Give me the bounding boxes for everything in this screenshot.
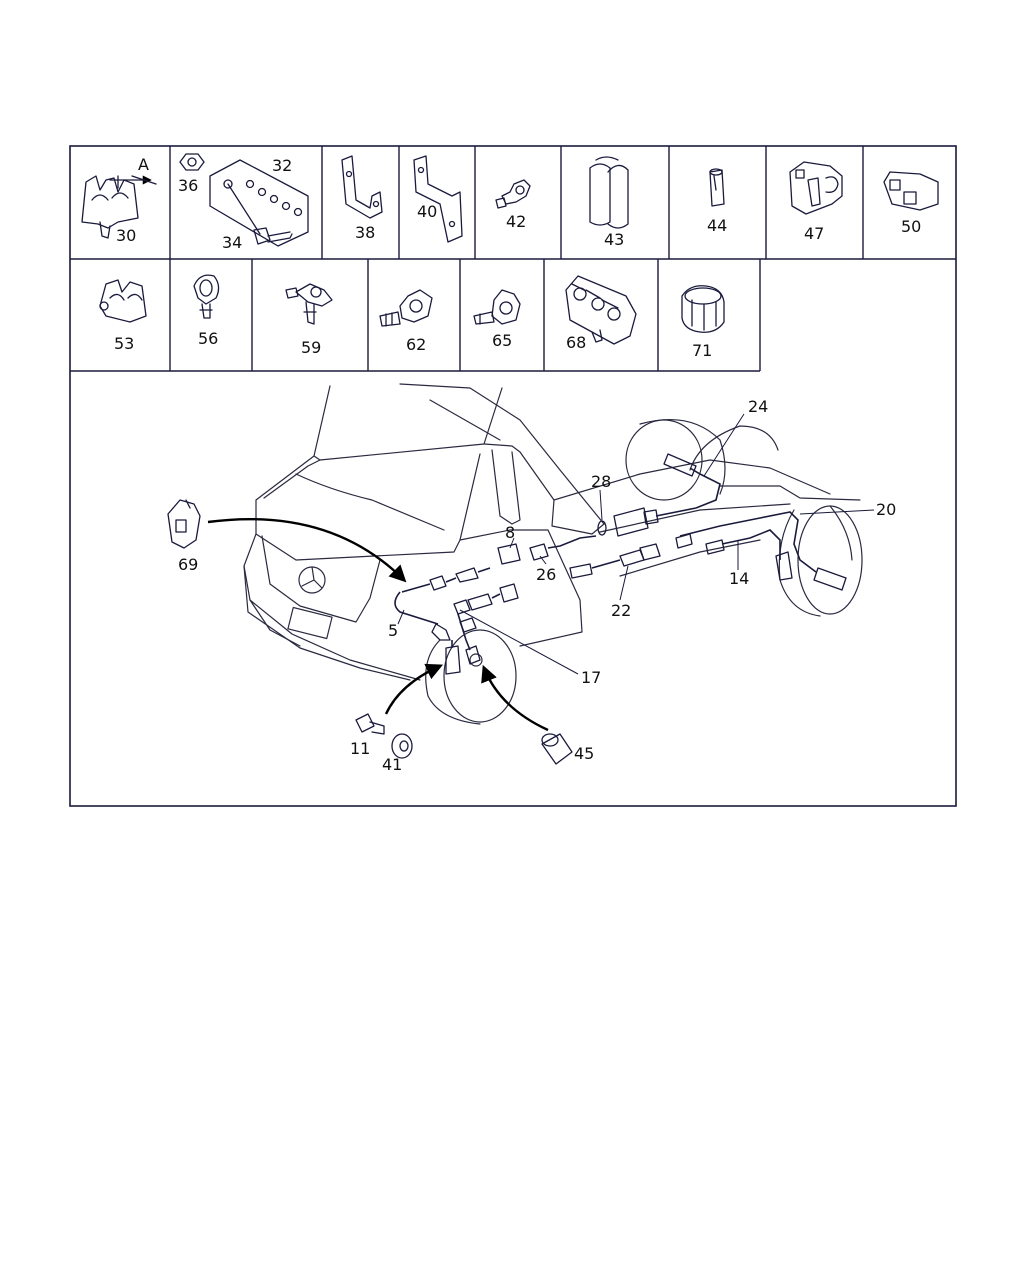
clip-59-icon	[285, 283, 333, 325]
callout-24: 24	[748, 397, 768, 416]
callout-65: 65	[492, 331, 512, 350]
assembly-arrows	[207, 518, 549, 732]
sleeve-43-icon	[589, 156, 629, 229]
sensor-wiring	[167, 453, 847, 765]
callout-44: 44	[707, 216, 727, 235]
callout-50: 50	[901, 217, 921, 236]
parts-row-2: 53 56 59 62	[70, 259, 761, 372]
diagram-frame	[69, 145, 957, 807]
callout-20: 20	[876, 500, 896, 519]
callout-32: 32	[272, 156, 292, 175]
grommet-71-icon	[681, 285, 725, 333]
callout-53: 53	[114, 334, 134, 353]
callout-A: A	[138, 155, 149, 174]
vehicle-outline	[243, 383, 863, 725]
clip-56-icon	[193, 274, 220, 319]
callout-40: 40	[417, 202, 437, 221]
clip-62-icon	[379, 289, 433, 327]
clip-47-icon	[789, 161, 843, 215]
callout-28: 28	[591, 472, 611, 491]
callout-62: 62	[406, 335, 426, 354]
parts-row-1: 30 A 36 32 34 38	[70, 146, 956, 260]
clip-65-icon	[473, 289, 521, 325]
callout-68: 68	[566, 333, 586, 352]
callout-22: 22	[611, 601, 631, 620]
callout-42: 42	[506, 212, 526, 231]
callout-47: 47	[804, 224, 824, 243]
callout-69: 69	[178, 555, 198, 574]
callout-71: 71	[692, 341, 712, 360]
callout-56: 56	[198, 329, 218, 348]
clip-42-icon	[495, 179, 531, 209]
bracket-32-icon	[179, 153, 309, 247]
callout-26: 26	[536, 565, 556, 584]
leader-lines	[397, 413, 875, 675]
clip-53-icon	[99, 279, 147, 323]
clip-30-icon	[81, 175, 157, 239]
callout-41: 41	[382, 755, 402, 774]
callout-8: 8	[505, 523, 515, 542]
bracket-40-icon	[413, 155, 463, 243]
callout-11: 11	[350, 739, 370, 758]
holder-50-icon	[883, 171, 939, 211]
callout-17: 17	[581, 668, 601, 687]
callout-14: 14	[729, 569, 749, 588]
callout-30: 30	[116, 226, 136, 245]
callout-36: 36	[178, 176, 198, 195]
callout-59: 59	[301, 338, 321, 357]
callout-43: 43	[604, 230, 624, 249]
bracket-38-icon	[341, 155, 383, 219]
callout-45: 45	[574, 744, 594, 763]
callout-38: 38	[355, 223, 375, 242]
plug-44-icon	[709, 168, 725, 207]
callout-34: 34	[222, 233, 242, 252]
multi-clip-68-icon	[565, 275, 637, 345]
callout-5: 5	[388, 621, 398, 640]
